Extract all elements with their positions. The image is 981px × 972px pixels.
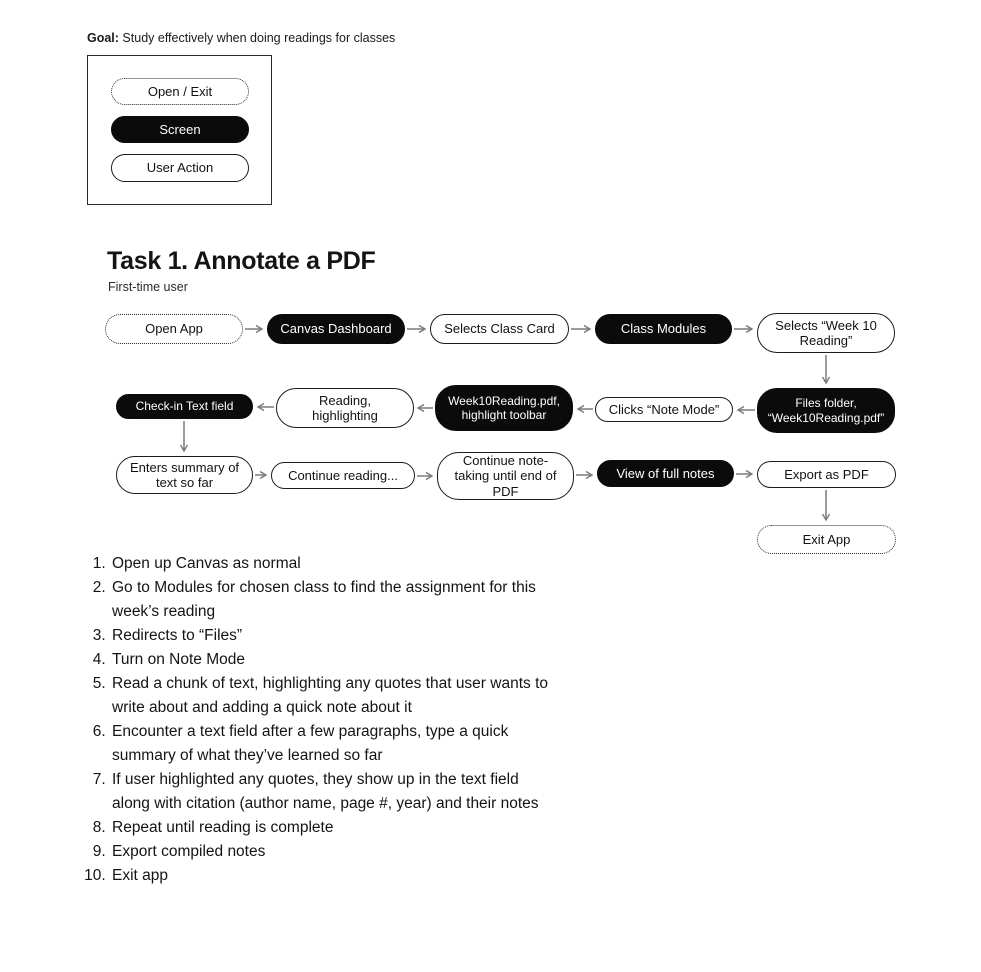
flow-node-continue-reading: Continue reading... (271, 462, 415, 489)
flow-node-exit-app: Exit App (757, 525, 896, 554)
flow-node-selects-week10-reading: Selects “Week 10 Reading” (757, 313, 895, 353)
flow-node-files-folder: Files folder, “Week10Reading.pdf” (757, 388, 895, 433)
step-item: Turn on Note Mode (110, 648, 548, 672)
flow-node-class-modules: Class Modules (595, 314, 732, 344)
step-item: Repeat until reading is complete (110, 816, 548, 840)
goal-line: Goal: Study effectively when doing readi… (87, 31, 395, 45)
legend-open-exit: Open / Exit (111, 78, 249, 105)
step-item: Exit app (110, 864, 548, 888)
flow-node-continue-note-taking: Continue note- taking until end of PDF (437, 452, 574, 500)
page-title: Task 1. Annotate a PDF (107, 247, 376, 275)
steps-list: Open up Canvas as normal Go to Modules f… (60, 552, 548, 888)
step-item: If user highlighted any quotes, they sho… (110, 768, 548, 816)
page-subtitle: First-time user (108, 280, 188, 294)
flow-node-reading-highlighting: Reading, highlighting (276, 388, 414, 428)
step-item: Open up Canvas as normal (110, 552, 548, 576)
legend-user-action: User Action (111, 154, 249, 182)
flow-node-view-full-notes: View of full notes (597, 460, 734, 487)
goal-label: Goal: (87, 31, 119, 45)
flow-node-export-as-pdf: Export as PDF (757, 461, 896, 488)
step-item: Go to Modules for chosen class to find t… (110, 576, 548, 624)
flow-node-selects-class-card: Selects Class Card (430, 314, 569, 344)
step-item: Encounter a text field after a few parag… (110, 720, 548, 768)
flow-node-checkin-text-field: Check-in Text field (116, 394, 253, 419)
flow-node-clicks-note-mode: Clicks “Note Mode” (595, 397, 733, 422)
goal-text: Study effectively when doing readings fo… (118, 31, 396, 45)
legend-box: Open / Exit Screen User Action (87, 55, 272, 205)
legend-screen: Screen (111, 116, 249, 143)
flow-node-canvas-dashboard: Canvas Dashboard (267, 314, 405, 344)
step-item: Read a chunk of text, highlighting any q… (110, 672, 548, 720)
flow-node-enters-summary: Enters summary of text so far (116, 456, 253, 494)
flow-node-week10-highlight-toolbar: Week10Reading.pdf, highlight toolbar (435, 385, 573, 431)
step-item: Export compiled notes (110, 840, 548, 864)
flow-node-open-app: Open App (105, 314, 243, 344)
step-item: Redirects to “Files” (110, 624, 548, 648)
